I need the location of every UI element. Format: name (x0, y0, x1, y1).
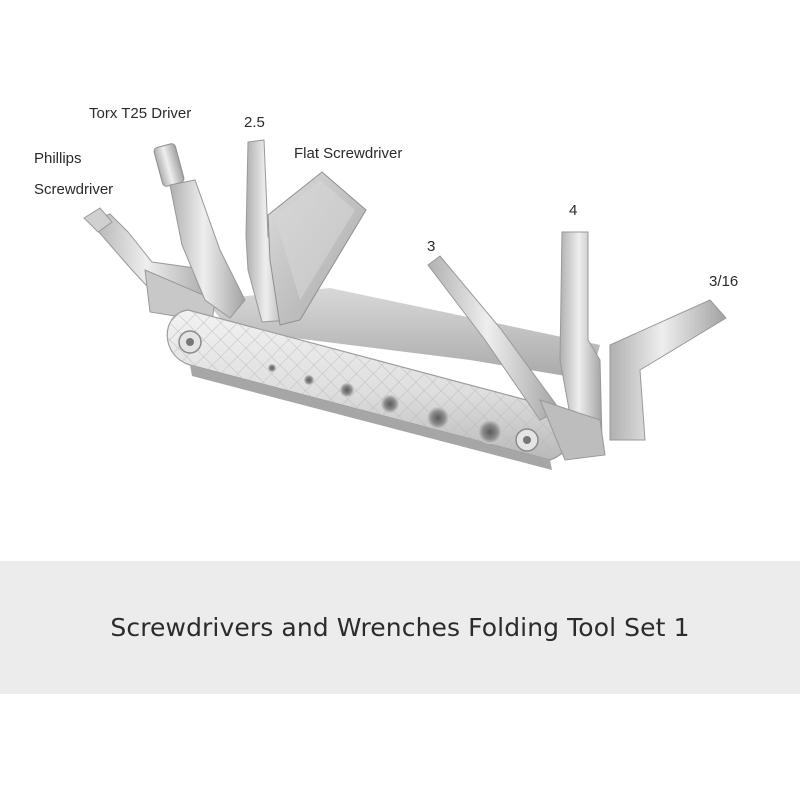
hex-key-3-16 (609, 299, 727, 441)
torx-t25-driver-bit (153, 143, 246, 319)
label-hex-3-16: 3/16 (709, 273, 739, 290)
label-hex-4: 4 (569, 202, 578, 219)
label-phillips-line2: Screwdriver (34, 181, 114, 198)
caption-title: Screwdrivers and Wrenches Folding Tool S… (110, 613, 690, 642)
label-torx-driver: Torx T25 Driver (89, 105, 192, 122)
flat-screwdriver-bit (267, 171, 367, 326)
label-phillips-line1: Phillips (34, 150, 82, 167)
rear-clamp (539, 399, 606, 461)
caption-band: Screwdrivers and Wrenches Folding Tool S… (0, 561, 800, 694)
label-hex-3: 3 (427, 238, 436, 255)
folding-tool-illustration (83, 139, 727, 470)
product-photo: Phillips Screwdriver Torx T25 Driver 2.5… (34, 105, 739, 470)
tool-body-plate (166, 309, 571, 470)
label-hex-2-5: 2.5 (244, 114, 265, 131)
hex-key-4 (559, 231, 603, 443)
label-flat-screwdriver: Flat Screwdriver (294, 145, 403, 162)
phillips-screwdriver-bit (83, 207, 216, 323)
